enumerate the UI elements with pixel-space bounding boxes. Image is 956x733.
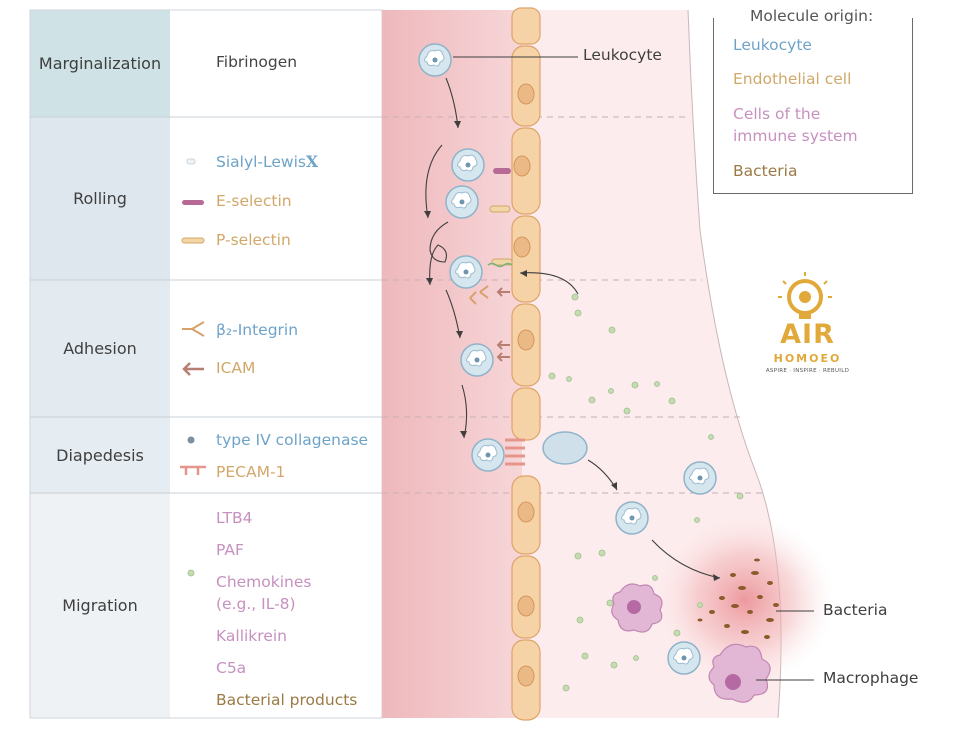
leukocyte-rolling-2	[445, 185, 479, 219]
leukocyte-migrating-1	[615, 501, 649, 535]
legend-title: Molecule origin:	[742, 7, 882, 25]
leukocyte-migrating-2	[683, 461, 717, 495]
leukocyte-adhesion-2	[460, 343, 494, 377]
macrophage-2	[708, 643, 771, 703]
leukocyte-rolling-1	[451, 148, 485, 182]
callout-bacteria: Bacteria	[823, 601, 888, 619]
sialyl-lewis-suffix: X	[305, 152, 319, 171]
collagenase-label: type IV collagenase	[216, 431, 369, 449]
icam-icon	[182, 362, 204, 376]
paf-label: PAF	[216, 541, 244, 559]
e-selectin-label: E-selectin	[216, 192, 292, 210]
c5a-label: C5a	[216, 659, 247, 677]
stage-label-adhesion: Adhesion	[63, 339, 137, 358]
stage-band-diapedesis	[30, 417, 170, 493]
p-selectin-icon	[181, 237, 205, 244]
bacterial-products-label: Bacterial products	[216, 691, 358, 709]
stage-label-rolling: Rolling	[73, 189, 127, 208]
legend-item-endothelial: Endothelial cell	[733, 70, 852, 88]
chemokine-icon	[187, 569, 195, 577]
pecam-label: PECAM-1	[216, 463, 286, 481]
b2-integrin-label: β₂-Integrin	[216, 321, 299, 339]
legend-item-leukocyte: Leukocyte	[733, 36, 812, 54]
brand-subtitle: HOMOEO	[773, 352, 842, 365]
stage-label-marginalization: Marginalization	[38, 54, 162, 73]
stage-band-rolling	[30, 117, 170, 280]
leukocyte-marginalization	[418, 43, 452, 77]
legend-item-immune-line2: immune system	[733, 127, 858, 145]
vessel-lumen	[382, 10, 522, 718]
p-selectin-label: P-selectin	[216, 231, 291, 249]
leukocyte-diapedesis	[471, 438, 505, 472]
kallikrein-label: Kallikrein	[216, 627, 287, 645]
bacteria-cluster	[697, 558, 779, 639]
icam-label: ICAM	[216, 359, 256, 377]
legend-item-bacteria: Bacteria	[733, 162, 798, 180]
endothelial-nuclei	[513, 83, 535, 687]
chemokine-dots	[548, 293, 744, 692]
brand-name: AIR	[780, 319, 835, 350]
chemokines-label: Chemokines	[216, 573, 312, 591]
legend-box	[713, 18, 913, 194]
b2-integrin-icon	[182, 321, 205, 337]
sialyl-lewis-icon	[186, 158, 196, 165]
leukocyte-migrating-3	[667, 641, 701, 675]
stage-band-migration	[30, 493, 170, 718]
brand-tagline: ASPIRE · INSPIRE · REBUILD	[765, 368, 850, 374]
callout-leukocyte: Leukocyte	[583, 46, 662, 64]
inflammation-zone	[655, 515, 835, 685]
chemokines-example-label: (e.g., IL-8)	[216, 595, 296, 613]
fibrinogen-label: Fibrinogen	[216, 53, 298, 71]
leukocyte-crossing	[542, 431, 588, 465]
stage-band-adhesion	[30, 280, 170, 417]
leukocyte-adhesion-1	[449, 255, 483, 289]
collagenase-icon	[187, 436, 195, 444]
sialyl-lewis-label: Sialyl-LewisX	[216, 152, 319, 171]
pecam-icon	[180, 465, 206, 475]
stage-label-migration: Migration	[62, 596, 138, 615]
legend-item-immune-line1: Cells of the	[733, 105, 821, 123]
stage-band-marginalization	[30, 10, 170, 117]
brand-bulb-icon	[778, 272, 832, 319]
callout-macrophage: Macrophage	[823, 669, 919, 687]
ltb4-label: LTB4	[216, 509, 253, 527]
stage-label-diapedesis: Diapedesis	[56, 445, 144, 465]
e-selectin-icon	[182, 200, 204, 205]
